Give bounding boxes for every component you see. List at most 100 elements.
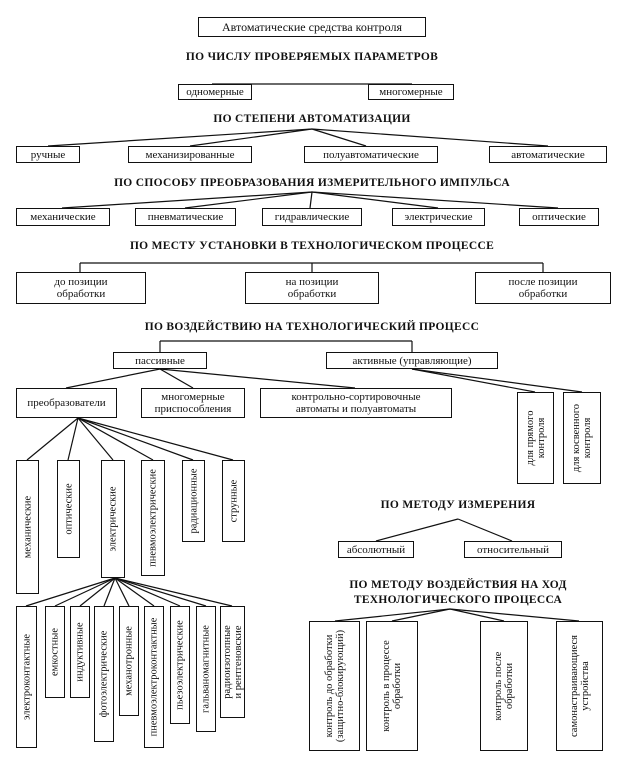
automation-label: полуавтоматические [323,148,419,161]
conversion-label: оптические [532,211,586,223]
transducer-pneumoelectric: пневмоэлектрические [141,460,165,576]
method-before: контроль до обработки (защитно-блокирующ… [309,621,360,751]
heading-placement: ПО МЕСТУ УСТАНОВКИ В ТЕХНОЛОГИЧЕСКОМ ПРО… [129,240,495,252]
placement-line1: на позиции [285,276,339,288]
conversion-electric: электрические [392,208,485,226]
influence-passive: пассивные [113,352,207,369]
electric-label: электроконтактные [21,633,32,721]
passive-line2: автоматы и полуавтоматы [295,403,417,415]
automation-label: механизированные [145,148,235,161]
passive-multidim: многомерные приспособления [141,388,245,418]
conversion-label: электрические [404,211,473,223]
placement-line2: обработки [518,288,568,300]
electric-label: емкостные [49,628,61,676]
measure-label: абсолютный [346,543,406,556]
conversion-label: пневматические [147,211,224,223]
electric-pneumocontact: пневмоэлектроконтактные [144,606,164,748]
transducer-label: оптические [63,483,74,535]
electric-label: механотронные [123,626,135,696]
conversion-mechanical: механические [16,208,110,226]
active-indirect-text: для косвенного контроля [571,404,593,472]
method-before-text: контроль до обработки (защитно-блокирующ… [324,630,346,742]
active-indirect: для косвенного контроля [563,392,601,484]
active-direct-text: для прямого контроля [525,411,547,466]
active-line2: контроля [582,417,593,459]
transducer-mechanical: механические [16,460,39,594]
passive-sorting: контрольно-сортировочные автоматы и полу… [260,388,452,418]
passive-line2: приспособления [154,403,232,415]
params-item-1d: одномерные [178,84,252,100]
electric-radioisotope: радиоизотопные и рентгеновские [220,606,245,718]
passive-label: преобразователи [27,397,106,409]
method-line2: обработки [392,662,403,710]
placement-line2: обработки [287,288,337,300]
placement-at: на позиции обработки [245,272,379,304]
electric-label: индуктивные [74,622,86,682]
active-direct: для прямого контроля [517,392,554,484]
influence-active: активные (управляющие) [326,352,498,369]
heading-measure: ПО МЕТОДУ ИЗМЕРЕНИЯ [380,499,536,511]
method-line2: обработки [504,662,515,710]
measure-label: относительный [477,543,549,556]
method-line1: контроль в процессе [381,640,392,732]
passive-transducers: преобразователи [16,388,117,418]
placement-before: до позиции обработки [16,272,146,304]
influence-label: пассивные [135,354,185,367]
heading-params: ПО ЧИСЛУ ПРОВЕРЯЕМЫХ ПАРАМЕТРОВ [185,51,439,63]
method-after-text: контроль после обработки [493,652,515,721]
conversion-pneumatic: пневматические [135,208,236,226]
automation-auto: автоматические [489,146,607,163]
electric-label: фотоэлектрические [98,630,110,718]
electric-inductive: индуктивные [70,606,90,698]
electric-line2: и рентгеновские [232,625,244,699]
transducer-radiation: радиационные [182,460,205,542]
method-selftuning: самонастраивающиеся устройства [556,621,603,751]
electric-mechanotron: механотронные [119,606,139,716]
electric-label: пьезоэлектрические [174,620,186,710]
placement-line1: до позиции [54,276,108,288]
conversion-hydraulic: гидравлические [262,208,362,226]
active-line1: для косвенного [571,403,582,473]
electric-line1: радиоизотопные [221,625,233,699]
params-item-label: многомерные [379,86,443,98]
heading-automation: ПО СТЕПЕНИ АВТОМАТИЗАЦИИ [213,113,411,125]
title-text: Автоматические средства контроля [221,20,403,34]
electric-piezo: пьезоэлектрические [170,606,190,724]
transducer-label: радиационные [188,468,199,534]
automation-mechanized: механизированные [128,146,252,163]
params-item-md: многомерные [368,84,454,100]
active-line2: контроля [535,417,547,459]
method-line2: устройства [579,661,591,711]
title-box: Автоматические средства контроля [198,17,426,37]
automation-semi: полуавтоматические [304,146,438,163]
conversion-optical: оптические [519,208,599,226]
transducer-electric: электрические [101,460,125,578]
params-item-label: одномерные [186,86,244,98]
heading-method-2: ТЕХНОЛОГИЧЕСКОГО ПРОЦЕССА [353,594,563,606]
method-during-text: контроль в процессе обработки [381,640,403,732]
method-after: контроль после обработки [480,621,528,751]
method-line1: контроль до обработки [323,634,335,738]
automation-label: ручные [30,148,66,161]
passive-line1: многомерные [161,391,225,403]
method-line1: контроль после [493,651,504,721]
measure-absolute: абсолютный [338,541,414,558]
active-line1: для прямого [524,410,536,466]
automation-label: автоматические [511,148,585,161]
electric-capacitive: емкостные [45,606,65,698]
transducer-label: пневмоэлектрические [147,469,159,567]
transducer-optical: оптические [57,460,80,558]
conversion-label: гидравлические [274,211,350,223]
transducer-string: струнные [222,460,245,542]
electric-label: гальваномагнитные [200,625,212,713]
heading-conversion: ПО СПОСОБУ ПРЕОБРАЗОВАНИЯ ИЗМЕРИТЕЛЬНОГО… [114,177,510,189]
measure-relative: относительный [464,541,562,558]
method-selftuning-text: самонастраивающиеся устройства [569,635,591,737]
transducer-label: электрические [107,486,119,552]
influence-label: активные (управляющие) [352,354,472,367]
electric-radioisotope-text: радиоизотопные и рентгеновские [222,625,244,699]
heading-method-1: ПО МЕТОДУ ВОЗДЕЙСТВИЯ НА ХОД [349,579,567,591]
transducer-label: механические [22,495,33,559]
